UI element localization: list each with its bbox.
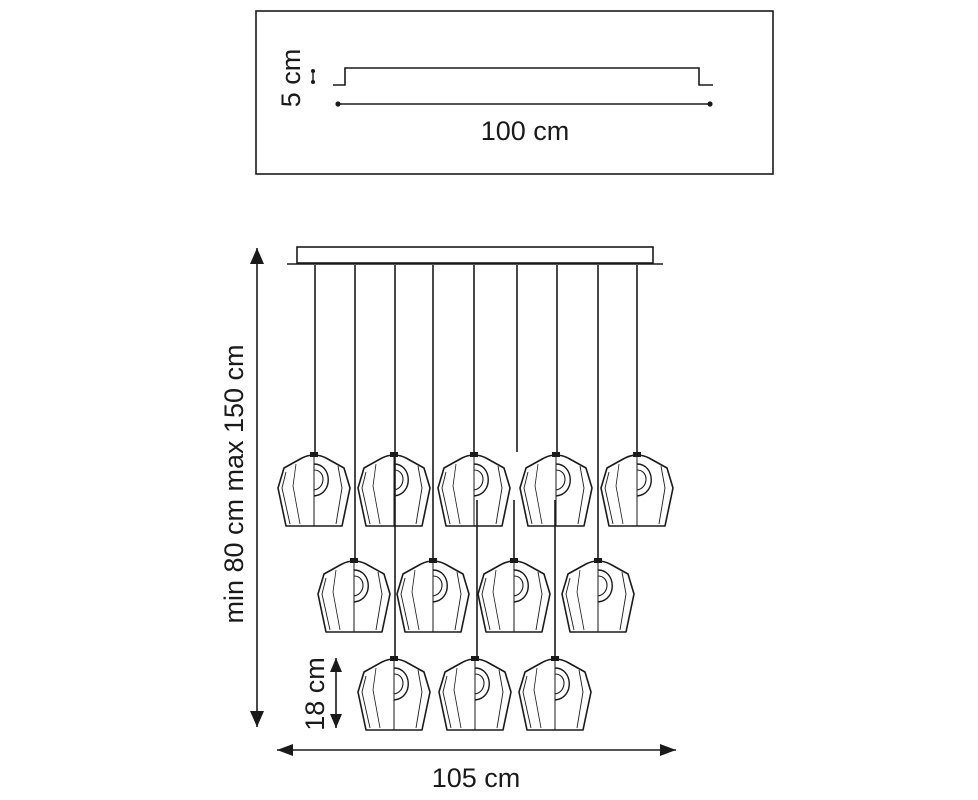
width-dimension: 105 cm [277,744,676,793]
shade-row-2 [317,557,635,633]
width-label: 105 cm [432,763,521,793]
suspension-cords [314,265,638,656]
top-length-label: 100 cm [481,116,570,146]
glass-shade [477,557,551,633]
glass-shade [561,557,635,633]
glass-shade [519,451,593,527]
shade-row-1 [277,451,674,527]
drop-dimension: min 80 cm max 150 cm [219,248,264,727]
glass-shade [437,451,511,527]
top-height-label: 5 cm [276,49,306,108]
glass-shade [518,655,592,731]
drop-label: min 80 cm max 150 cm [219,344,249,623]
top-view-panel: 5 cm 100 cm [255,10,774,175]
glass-shade [277,451,351,527]
glass-shade [317,557,391,633]
shade-row-3 [357,655,592,731]
shade-height-dimension: 18 cm [300,657,342,731]
glass-shade [438,655,512,731]
front-view: min 80 cm max 150 cm 18 cm 105 cm [219,246,676,793]
glass-shade [357,655,431,731]
glass-shade [357,451,431,527]
shade-height-label: 18 cm [300,657,330,731]
glass-shade [396,557,470,633]
canopy-plate [296,246,654,264]
glass-shade [600,451,674,527]
